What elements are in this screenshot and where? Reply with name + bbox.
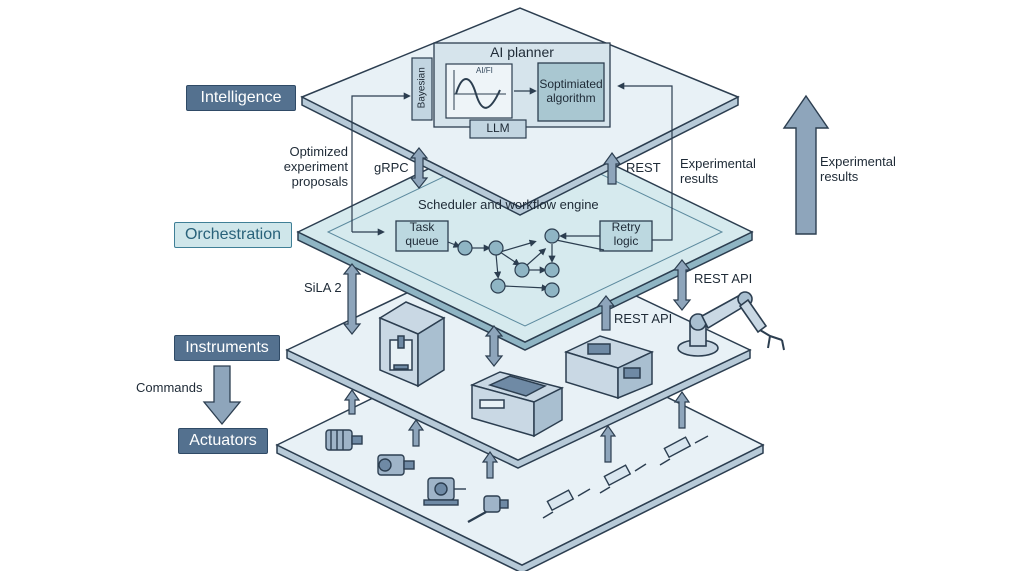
algorithm-box xyxy=(537,62,605,122)
llm-label: LLM xyxy=(486,121,510,135)
rest-api-upper-arrow xyxy=(672,259,692,311)
syringe-icon xyxy=(599,463,647,494)
rest-api-upper-label: REST API xyxy=(694,271,753,286)
grpc-label: gRPC xyxy=(374,160,409,175)
actuator-up-arrows xyxy=(343,388,691,479)
robotic-arm-icon xyxy=(677,291,785,357)
motor-icon xyxy=(423,477,466,506)
signal-plot-label: AI/FI xyxy=(476,66,493,75)
optimized-proposals-flow xyxy=(351,98,385,236)
instruments-layer-label: Instruments xyxy=(174,335,280,361)
commands-arrow xyxy=(202,365,242,426)
3d-printer-icon xyxy=(378,301,446,388)
motor-icon xyxy=(325,429,363,451)
retry-logic-label: Retry logic xyxy=(611,220,641,248)
grpc-arrow xyxy=(409,147,429,189)
ai-planner-title: AI planner xyxy=(490,44,554,60)
linear-actuator-icon xyxy=(467,495,509,524)
orchestration-layer-label: Orchestration xyxy=(174,222,292,248)
bayesian-box xyxy=(411,57,433,121)
experimental-results-big-arrow xyxy=(782,94,830,235)
sila2-arrow xyxy=(342,263,362,335)
optimized-proposals-label: Optimized experiment proposals xyxy=(283,144,348,189)
instrument-link-arrow xyxy=(484,325,504,367)
rest-arrow xyxy=(602,151,622,185)
syringe-icon xyxy=(542,488,591,519)
experimental-results-flow xyxy=(652,92,673,241)
workflow-graph xyxy=(447,228,605,298)
task-queue-label: Task queue xyxy=(405,220,439,248)
plate-reader-icon xyxy=(469,371,565,438)
bayesian-label: Bayesian xyxy=(416,67,428,109)
analyzer-icon xyxy=(563,335,655,400)
algorithm-label: Soptimiated algorithm xyxy=(539,77,603,105)
llm-box xyxy=(469,119,527,139)
syringe-icon xyxy=(659,435,709,466)
experimental-results-right-label: Experimental results xyxy=(820,154,896,184)
retry-logic-box xyxy=(599,220,653,252)
experimental-results-mid-label: Experimental results xyxy=(680,156,756,186)
actuators-layer-label: Actuators xyxy=(178,428,268,454)
motor-icon xyxy=(377,454,415,476)
commands-label: Commands xyxy=(136,380,203,395)
signal-plot-box xyxy=(445,63,513,119)
scheduler-title: Scheduler and workflow engine xyxy=(418,197,599,212)
task-queue-box xyxy=(395,220,449,252)
sila2-label: SiLA 2 xyxy=(304,280,342,295)
rest-label: REST xyxy=(626,160,661,175)
rest-api-lower-label: REST API xyxy=(614,311,673,326)
intelligence-layer-label: Intelligence xyxy=(186,85,296,111)
rest-api-lower-arrow xyxy=(596,295,616,331)
